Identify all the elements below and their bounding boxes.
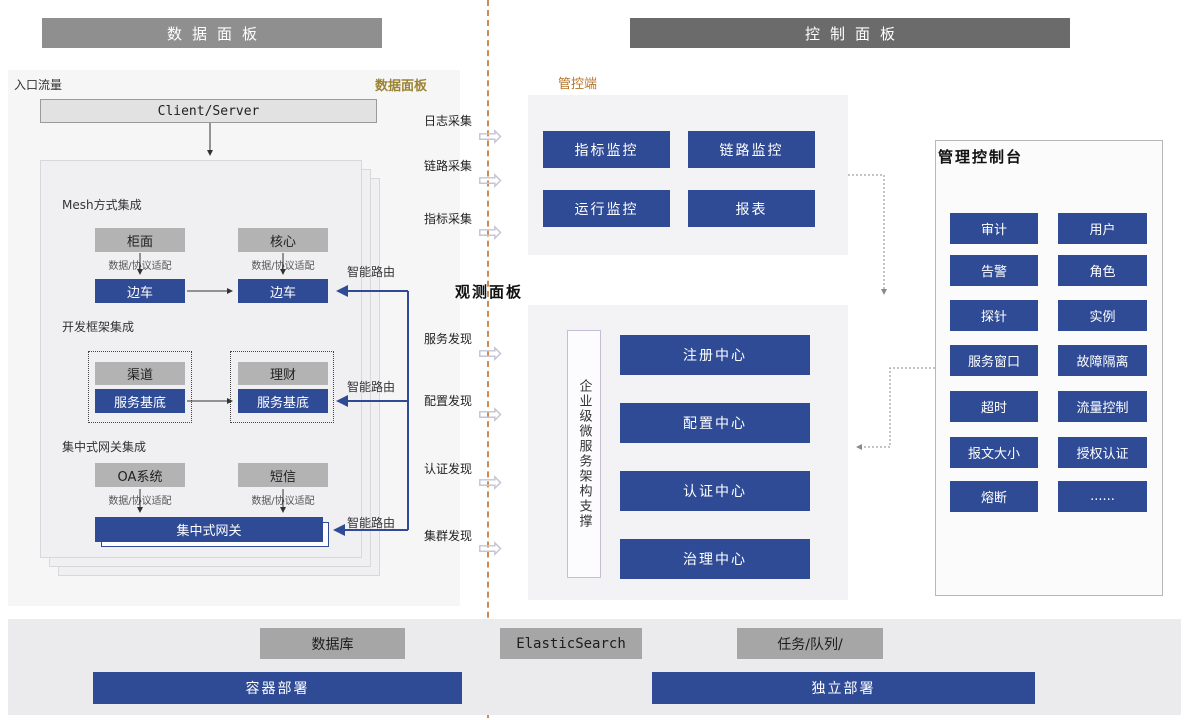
flow-label-metric-collect: 指标采集 xyxy=(424,212,473,226)
support-vertical-label: 企业级微服务架构支撑 xyxy=(576,379,592,529)
flow-arrow-icon: ⇨ xyxy=(478,336,504,371)
console-item-service-window: 服务窗口 xyxy=(950,345,1038,376)
deploy-box-container: 容器部署 xyxy=(93,672,462,704)
monitor-box-trace: 链路监控 xyxy=(688,131,815,168)
smart-route-label-1: 智能路由 xyxy=(347,265,396,279)
framework-group-left xyxy=(88,351,192,423)
data-panel-corner-label: 数据面板 xyxy=(375,79,428,94)
flow-arrow-icon: ⇨ xyxy=(478,119,504,154)
smart-route-label-2: 智能路由 xyxy=(347,380,396,394)
flow-label-log-collect: 日志采集 xyxy=(424,114,473,128)
monitor-box-runtime: 运行监控 xyxy=(543,190,670,227)
sidecar-box-right: 边车 xyxy=(238,279,328,303)
gateway-adapter-left: 数据/协议适配 xyxy=(108,496,172,507)
deploy-box-standalone: 独立部署 xyxy=(652,672,1035,704)
console-item-probe: 探针 xyxy=(950,300,1038,331)
data-panel-header: 数据面板 xyxy=(42,18,382,48)
console-item-instance: 实例 xyxy=(1058,300,1147,331)
support-vertical-box: 企业级微服务架构支撑 xyxy=(567,330,601,578)
service-base-left: 服务基底 xyxy=(95,389,185,413)
console-item-timeout: 超时 xyxy=(950,391,1038,422)
framework-section-title: 开发框架集成 xyxy=(62,320,135,334)
app-box-channel: 渠道 xyxy=(95,362,185,385)
console-item-authorization: 授权认证 xyxy=(1058,437,1147,468)
panel-divider xyxy=(487,0,489,718)
service-base-right: 服务基底 xyxy=(238,389,328,413)
console-item-traffic-control: 流量控制 xyxy=(1058,391,1147,422)
app-box-oa: OA系统 xyxy=(95,463,185,487)
flow-arrow-icon: ⇨ xyxy=(478,163,504,198)
flow-label-auth-discovery: 认证发现 xyxy=(424,462,473,476)
gateway-section-title: 集中式网关集成 xyxy=(62,440,147,454)
store-box-database: 数据库 xyxy=(260,628,405,659)
flow-arrow-icon: ⇨ xyxy=(478,397,504,432)
store-box-task-queue: 任务/队列/ xyxy=(737,628,883,659)
app-box-counter: 柜面 xyxy=(95,228,185,252)
center-box-auth: 认证中心 xyxy=(620,471,810,511)
console-item-message-size: 报文大小 xyxy=(950,437,1038,468)
mesh-section-title: Mesh方式集成 xyxy=(62,198,142,212)
adapter-label-left: 数据/协议适配 xyxy=(108,261,172,272)
adapter-label-right: 数据/协议适配 xyxy=(251,261,315,272)
app-box-wealth: 理财 xyxy=(238,362,328,385)
console-item-fault-isolation: 故障隔离 xyxy=(1058,345,1147,376)
control-side-label: 管控端 xyxy=(558,77,598,92)
app-box-sms: 短信 xyxy=(238,463,328,487)
center-box-registry: 注册中心 xyxy=(620,335,810,375)
console-item-more: ...... xyxy=(1058,481,1147,512)
flow-arrow-icon: ⇨ xyxy=(478,465,504,500)
entry-traffic-label: 入口流量 xyxy=(14,78,63,92)
console-item-role: 角色 xyxy=(1058,255,1147,286)
management-console-title: 管理控制台 xyxy=(938,148,1024,166)
flow-label-trace-collect: 链路采集 xyxy=(424,159,473,173)
observe-panel-title: 观测面板 xyxy=(455,283,524,301)
console-item-circuit-break: 熔断 xyxy=(950,481,1038,512)
monitor-box-metrics: 指标监控 xyxy=(543,131,670,168)
flow-label-config-discovery: 配置发现 xyxy=(424,394,473,408)
flow-arrow-icon: ⇨ xyxy=(478,531,504,566)
framework-group-right xyxy=(230,351,334,423)
sidecar-box-left: 边车 xyxy=(95,279,185,303)
gateway-adapter-right: 数据/协议适配 xyxy=(251,496,315,507)
flow-label-cluster-discovery: 集群发现 xyxy=(424,529,473,543)
integration-panel xyxy=(40,160,362,558)
monitor-box-report: 报表 xyxy=(688,190,815,227)
app-box-core: 核心 xyxy=(238,228,328,252)
console-item-alert: 告警 xyxy=(950,255,1038,286)
flow-arrow-icon: ⇨ xyxy=(478,215,504,250)
console-item-audit: 审计 xyxy=(950,213,1038,244)
smart-route-label-3: 智能路由 xyxy=(347,516,396,530)
monitor-panel xyxy=(528,95,848,255)
center-box-config: 配置中心 xyxy=(620,403,810,443)
console-item-user: 用户 xyxy=(1058,213,1147,244)
center-box-governance: 治理中心 xyxy=(620,539,810,579)
gateway-bar: 集中式网关 xyxy=(95,517,323,542)
flow-label-service-discovery: 服务发现 xyxy=(424,332,473,346)
control-panel-header: 控制面板 xyxy=(630,18,1070,48)
client-server-box: Client/Server xyxy=(40,99,377,123)
store-box-elasticsearch: ElasticSearch xyxy=(500,628,642,659)
